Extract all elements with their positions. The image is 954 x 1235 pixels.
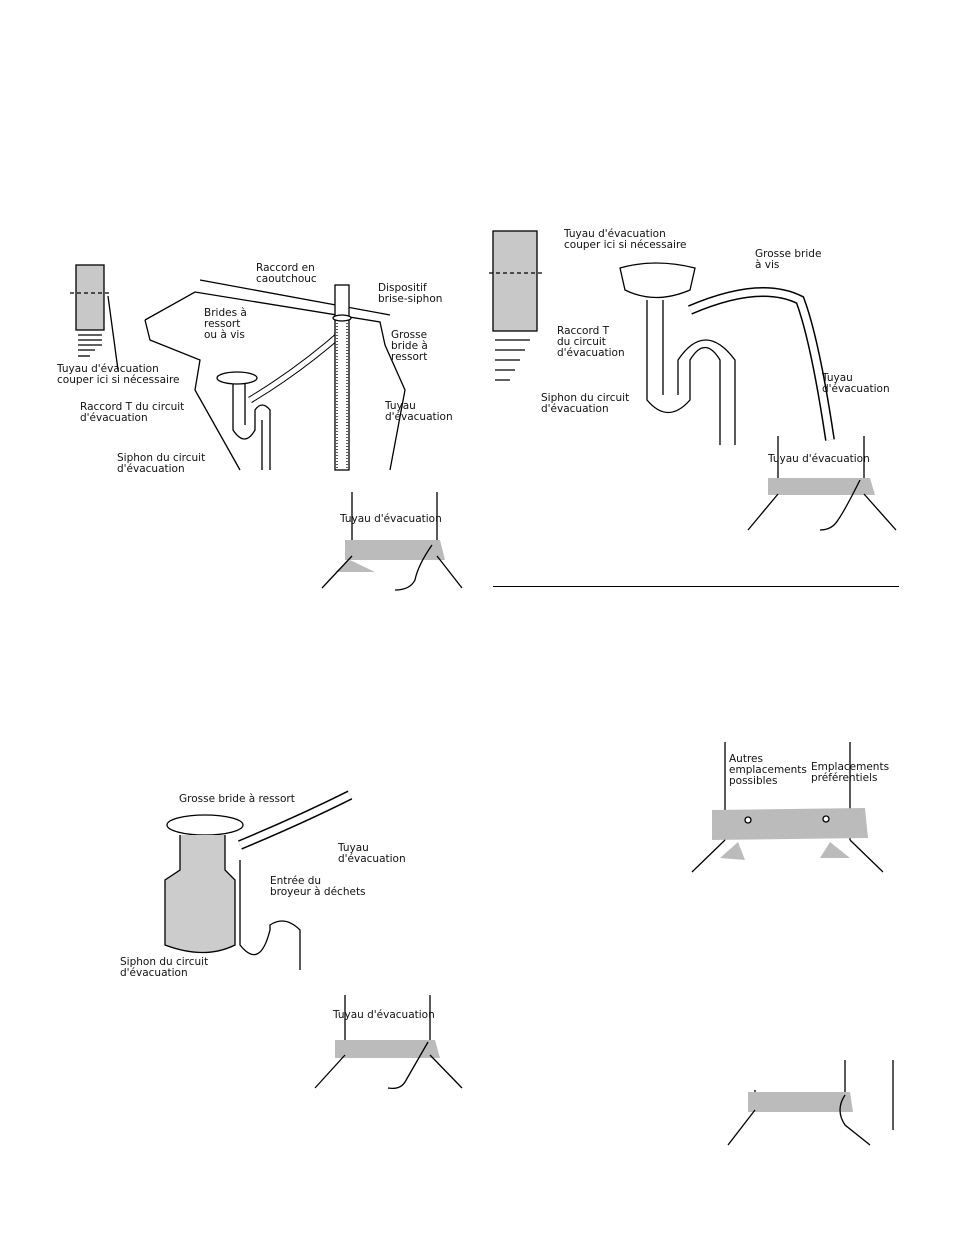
base-plate-2 <box>747 436 897 531</box>
label-disposer-trap: Siphon du circuit d'évacuation <box>120 956 209 979</box>
label-large-screw-clamp: Grosse bride à vis <box>755 248 822 271</box>
label-base-drain-hose-2: Tuyau d'évacuation <box>768 453 870 465</box>
label-disposer-inlet: Entrée du broyeur à déchets <box>270 875 366 898</box>
label-large-spring-clamp: Grosse bride à ressort <box>391 329 428 363</box>
label-preferred-locations: Emplacements préférentiels <box>811 761 890 784</box>
disposer-illustration <box>164 790 353 970</box>
label-other-locations: Autres emplacements possibles <box>729 753 807 787</box>
label-air-gap: Dispositif brise-siphon <box>378 282 443 305</box>
label-clamps: Brides à ressort ou à vis <box>204 307 247 341</box>
drain-hose-cut-illustration-2 <box>489 230 545 381</box>
label-rubber-connector: Raccord en caoutchouc <box>256 262 317 285</box>
label-trap: Siphon du circuit d'évacuation <box>117 452 206 475</box>
label-drain-hose: Tuyau d'évacuation <box>385 400 453 423</box>
label-base-drain-hose-3: Tuyau d'évacuation <box>333 1009 435 1021</box>
base-plate-3 <box>314 995 463 1090</box>
base-plate-4 <box>727 1060 894 1146</box>
base-plate-1 <box>321 492 463 591</box>
label-trap-2: Siphon du circuit d'évacuation <box>541 392 630 415</box>
label-base-drain-hose-1: Tuyau d'évacuation <box>340 513 442 525</box>
label-drain-hose-cut: Tuyau d'évacuation couper ici si nécessa… <box>57 363 180 386</box>
section-divider <box>493 586 899 587</box>
drain-hose-cut-illustration-1 <box>70 264 119 371</box>
label-disposer-clamp: Grosse bride à ressort <box>179 793 295 805</box>
label-tee-2: Raccord T du circuit d'évacuation <box>557 325 625 359</box>
label-drain-hose-2: Tuyau d'évacuation <box>822 372 890 395</box>
label-drain-hose-cut-2: Tuyau d'évacuation couper ici si nécessa… <box>564 228 687 251</box>
label-tee: Raccord T du circuit d'évacuation <box>80 401 185 424</box>
sink-airgap-illustration <box>144 279 406 471</box>
sink-direct-illustration <box>619 262 835 445</box>
mounting-locations-illustration <box>691 742 884 873</box>
label-disposer-drain-hose: Tuyau d'évacuation <box>338 842 406 865</box>
